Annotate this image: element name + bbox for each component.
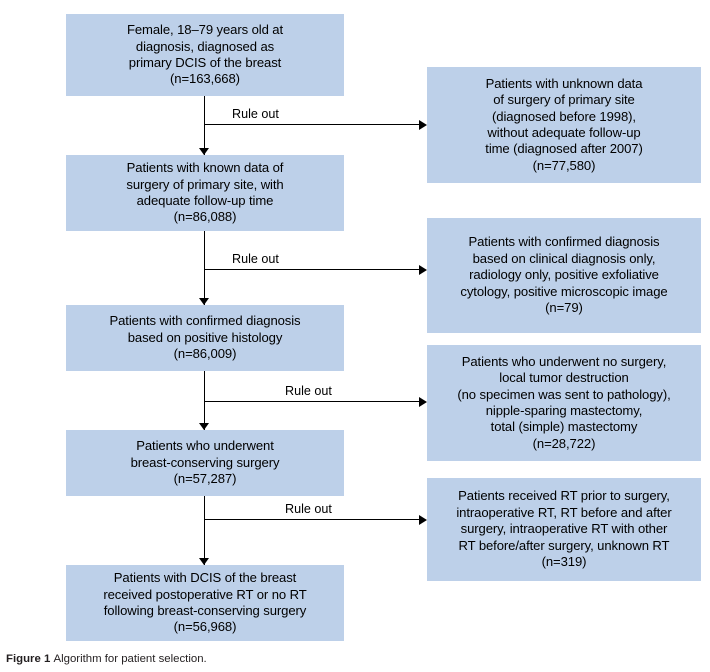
arrow-down-icon-4 [199, 558, 209, 565]
arrow-down-icon-2 [199, 298, 209, 305]
arrow-down-icon-1 [199, 148, 209, 155]
rule-out-label-2: Rule out [232, 252, 279, 266]
flow-box-non-histologic-diagnosis: Patients with confirmed diagnosis based … [427, 218, 701, 333]
flow-box-positive-histology: Patients with confirmed diagnosis based … [66, 305, 344, 371]
flow-box-no-surgery-or-mastectomy: Patients who underwent no surgery, local… [427, 345, 701, 461]
flow-box-non-postoperative-rt: Patients received RT prior to surgery, i… [427, 478, 701, 581]
flow-box-breast-conserving-surgery: Patients who underwent breast-conserving… [66, 430, 344, 496]
connector-vertical-4 [204, 496, 206, 565]
connector-horizontal-1 [205, 124, 420, 126]
figure-caption-text: Algorithm for patient selection. [53, 653, 207, 665]
flow-box-eligible-cohort: Female, 18–79 years old at diagnosis, di… [66, 14, 344, 96]
rule-out-label-3: Rule out [285, 384, 332, 398]
connector-vertical-1 [204, 96, 206, 155]
arrow-down-icon-3 [199, 423, 209, 430]
flow-box-final-cohort: Patients with DCIS of the breast receive… [66, 565, 344, 641]
arrow-right-icon-1 [419, 120, 427, 130]
figure-caption: Figure 1 Algorithm for patient selection… [6, 652, 207, 666]
arrow-right-icon-2 [419, 265, 427, 275]
flow-box-known-surgery-data: Patients with known data of surgery of p… [66, 155, 344, 231]
arrow-right-icon-3 [419, 397, 427, 407]
connector-vertical-2 [204, 231, 206, 305]
arrow-right-icon-4 [419, 515, 427, 525]
rule-out-label-1: Rule out [232, 107, 279, 121]
connector-horizontal-2 [205, 269, 420, 271]
connector-horizontal-4 [205, 519, 420, 521]
figure-caption-label: Figure 1 [6, 653, 51, 665]
connector-vertical-3 [204, 371, 206, 430]
flow-box-unknown-surgery-data: Patients with unknown data of surgery of… [427, 67, 701, 183]
connector-horizontal-3 [205, 401, 420, 403]
rule-out-label-4: Rule out [285, 502, 332, 516]
